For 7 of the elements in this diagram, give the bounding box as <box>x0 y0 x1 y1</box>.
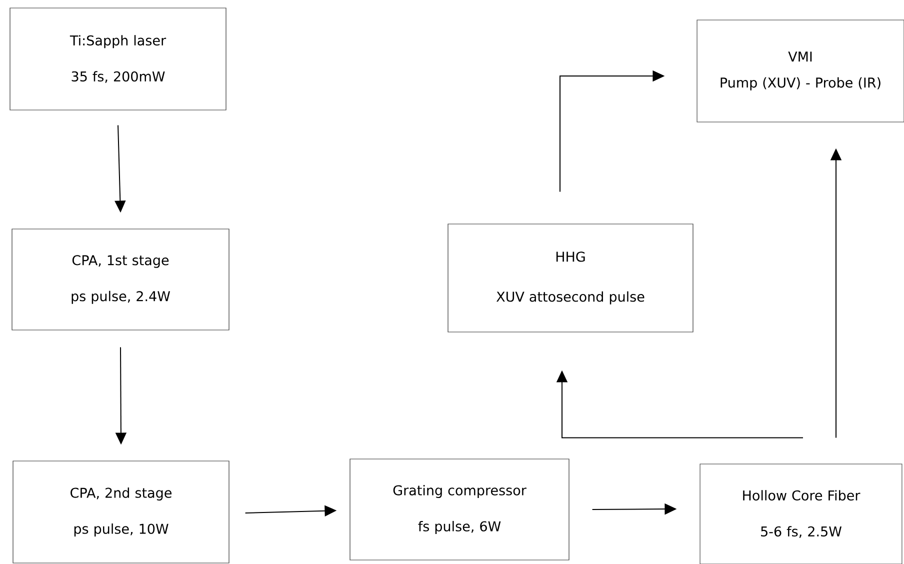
process-box: Ti:Sapph laser 35 fs, 200mW <box>10 8 226 110</box>
process-box: CPA, 1st stage ps pulse, 2.4W <box>12 228 230 330</box>
process-box: Grating compressor fs pulse, 6W <box>350 458 570 560</box>
process-box: Hollow Core Fiber 5-6 fs, 2.5W <box>700 464 902 564</box>
process-box: VMI Pump (XUV) - Probe (IR) <box>696 20 904 122</box>
process-box: CPA, 2nd stage ps pulse, 10W <box>12 460 230 564</box>
process-box: HHG XUV attosecond pulse <box>448 224 694 332</box>
